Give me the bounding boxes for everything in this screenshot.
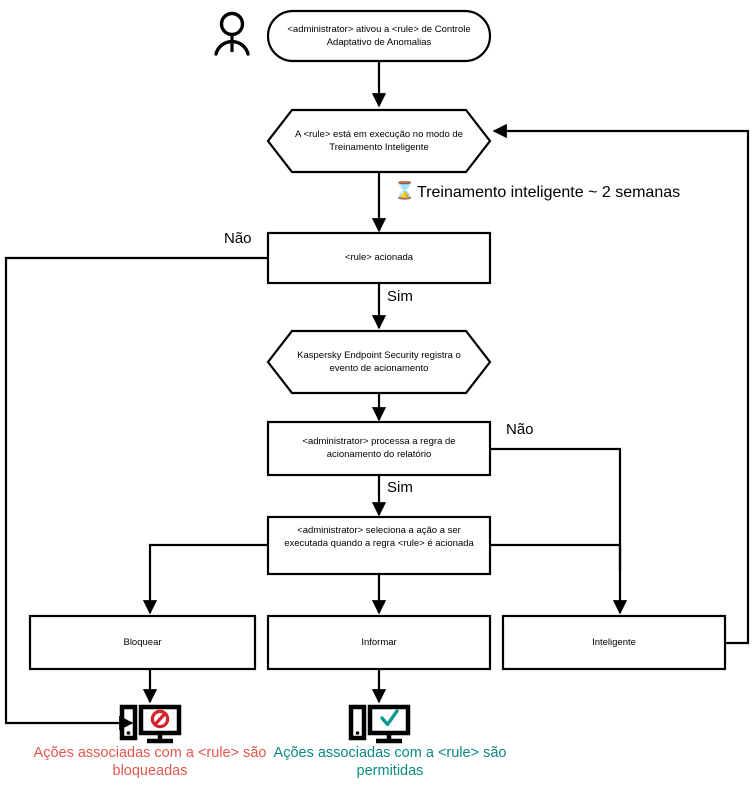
node-smart-shape (501, 614, 727, 671)
label-training-duration: Treinamento inteligente ~ 2 semanas (417, 184, 681, 201)
node-register-shape (266, 329, 492, 395)
edge-triggered-no (4, 256, 268, 731)
node-select-shape (266, 515, 492, 576)
label-triggered-no: Não (224, 230, 252, 247)
computer-allowed-icon (348, 704, 411, 744)
label-report-yes: Sim (387, 479, 413, 496)
edge-smart-feedback (492, 123, 750, 645)
person-icon (214, 11, 250, 56)
hourglass-icon: ⌛ (394, 181, 416, 200)
outcome-allowed-label: Ações associadas com a <rule> são permit… (273, 745, 507, 779)
label-report-no: Não (506, 421, 534, 438)
node-process-shape (266, 420, 492, 477)
node-training-shape (266, 108, 492, 174)
edge-select-to-smart (490, 543, 628, 615)
node-triggered-shape (266, 231, 492, 285)
node-start-shape (266, 9, 492, 63)
edge-select-to-block (142, 543, 268, 615)
outcome-blocked-label: Ações associadas com a <rule> são bloque… (33, 745, 267, 779)
node-inform-shape (266, 614, 492, 671)
computer-blocked-icon (119, 704, 182, 744)
node-block-shape (28, 614, 257, 671)
edge-process-no (490, 447, 622, 572)
label-triggered-yes: Sim (387, 288, 413, 305)
